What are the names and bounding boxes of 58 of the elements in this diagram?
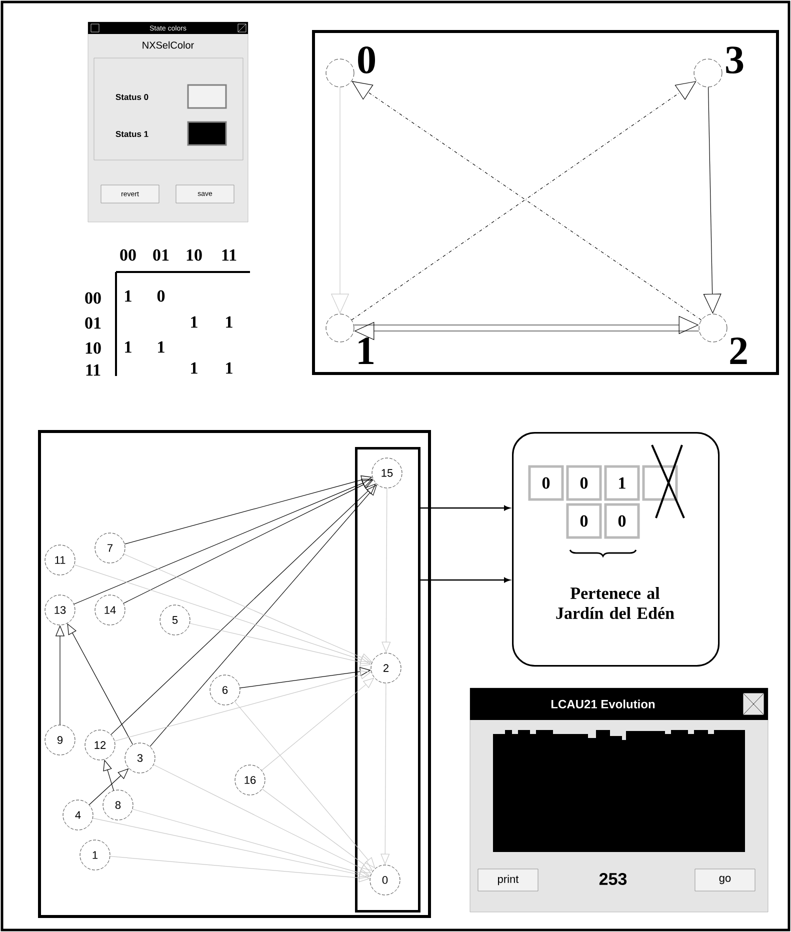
graph-node: 15 (372, 458, 402, 488)
table-cell: 00 (85, 292, 101, 304)
graph-node: 2 (370, 652, 402, 684)
table-cell: 1 (125, 341, 132, 353)
bit-cell: 0 (604, 503, 640, 539)
graph-node: 0 (370, 864, 400, 896)
graph-node: 12 (84, 730, 116, 760)
arrow (420, 578, 510, 583)
state-node: 0 (326, 46, 375, 88)
table-cell: 1 (191, 362, 198, 374)
bit-cell: 0 (528, 465, 564, 501)
graph-node: 16 (234, 764, 266, 796)
panel-heading: NXSelColor (142, 41, 194, 49)
graph-node: 11 (44, 544, 76, 576)
field-label: Status 0 (116, 94, 148, 100)
counter-value: 253 (599, 872, 627, 886)
state-node: 3 (694, 46, 744, 88)
graph-node: 6 (210, 674, 240, 706)
button: print (478, 868, 538, 892)
node-label: 0 (358, 46, 376, 74)
arrow (74, 478, 373, 604)
state-node: 1 (326, 314, 374, 364)
graph-frame (312, 30, 779, 375)
state-node: 2 (698, 314, 747, 364)
graph-node: 13 (44, 594, 76, 626)
bit-cell: 1 (604, 465, 640, 501)
graph-node: 14 (94, 594, 126, 626)
table-cell: 10 (186, 249, 202, 261)
table-cell: 1 (191, 316, 198, 328)
table-cell: 1 (226, 316, 232, 328)
graph-node: 8 (102, 790, 134, 820)
table-cell: 11 (86, 364, 100, 376)
graph-frame (38, 430, 431, 918)
table-cell: 1 (125, 290, 132, 302)
table-cell: 01 (153, 249, 169, 261)
table-cell: 1 (158, 341, 164, 353)
table-cell: 10 (86, 342, 101, 354)
button: go (694, 868, 756, 892)
graph-frame (355, 447, 420, 912)
node-label: 3 (726, 46, 744, 74)
graph-node: 4 (62, 800, 94, 830)
graph-node: 5 (160, 604, 190, 636)
arrow (420, 506, 510, 511)
node-label: 1 (358, 338, 374, 364)
bit-cell: 0 (566, 503, 602, 539)
field-label: Status 1 (116, 131, 148, 137)
table-cell: 0 (157, 290, 165, 302)
table-cell: 00 (120, 249, 136, 261)
window-title: LCAU21 Evolution (551, 700, 655, 708)
bit-cell: 0 (566, 465, 602, 501)
table-cell: 01 (85, 317, 101, 329)
graph-node: 1 (80, 840, 110, 870)
table-cell: 11 (222, 249, 236, 261)
graph-node: 7 (94, 532, 126, 564)
graph-node: 9 (44, 724, 76, 756)
table-cell: 1 (226, 362, 232, 374)
node-label: 2 (730, 338, 747, 364)
graph-node: 3 (124, 742, 156, 774)
